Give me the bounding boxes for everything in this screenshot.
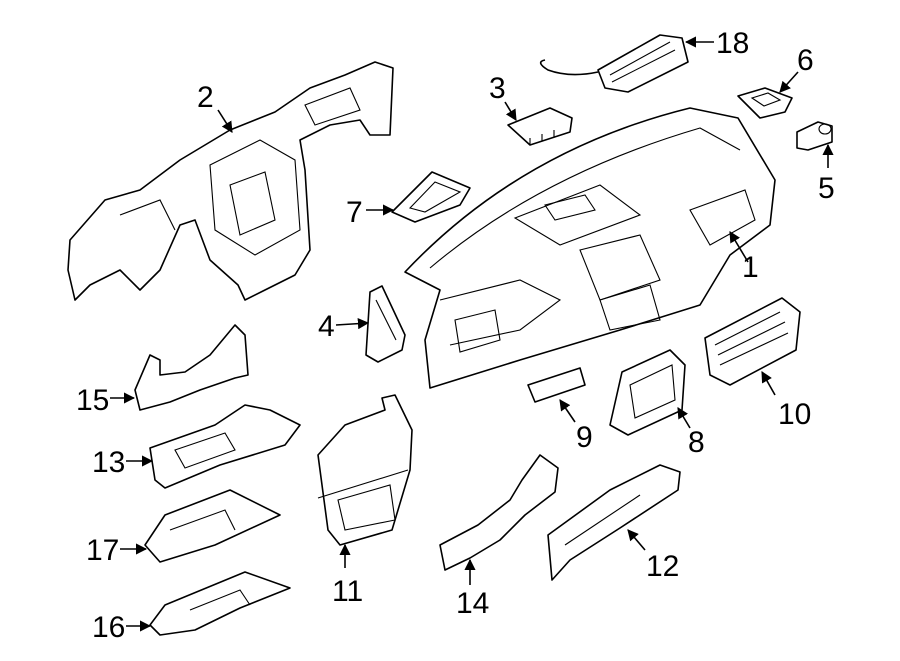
- callout-16: 16: [92, 611, 125, 644]
- callout-12: 12: [646, 550, 679, 583]
- callout-2: 2: [197, 81, 214, 114]
- callout-5: 5: [818, 172, 835, 205]
- callout-17: 17: [86, 534, 119, 567]
- callout-13: 13: [92, 446, 125, 479]
- callout-3: 3: [489, 72, 506, 105]
- part-16-lower-cover: [149, 571, 291, 636]
- part-18-airbag-module: [539, 34, 689, 93]
- leader-lines: [110, 36, 834, 632]
- callout-1: 1: [742, 251, 759, 284]
- part-4-end-cap: [365, 285, 406, 363]
- callout-6: 6: [797, 44, 814, 77]
- part-7-vent-bezel: [391, 171, 471, 223]
- callout-15: 15: [76, 384, 109, 417]
- part-5-knob: [796, 121, 833, 151]
- callout-18: 18: [716, 27, 749, 60]
- part-3-trim-strip: [507, 107, 573, 146]
- callout-4: 4: [318, 310, 335, 343]
- callout-8: 8: [688, 426, 705, 459]
- part-2-cross-beam: [67, 61, 394, 301]
- part-14-duct: [439, 454, 559, 571]
- callout-14: 14: [456, 587, 489, 620]
- part-9-switch: [527, 367, 586, 403]
- callout-9: 9: [576, 421, 593, 454]
- part-1-instrument-panel: [404, 107, 776, 389]
- part-6-switch-bezel: [737, 87, 793, 119]
- part-13-knee-panel: [149, 404, 301, 489]
- part-17-lower-cover: [144, 489, 281, 563]
- callout-11: 11: [332, 575, 363, 608]
- part-15-bracket: [134, 324, 249, 411]
- part-11-glove-box: [317, 394, 413, 546]
- callout-10: 10: [778, 398, 811, 431]
- part-12-side-trim: [547, 464, 681, 581]
- part-10-vent: [704, 297, 801, 386]
- part-8-trim-panel: [609, 349, 686, 436]
- callout-7: 7: [346, 196, 363, 229]
